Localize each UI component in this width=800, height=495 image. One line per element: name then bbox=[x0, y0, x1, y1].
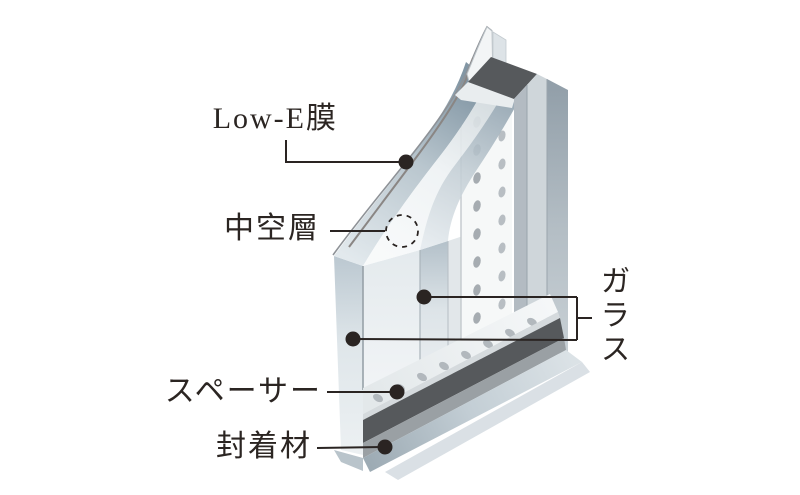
leader-glass-bracket bbox=[352, 296, 592, 341]
spacer-shadow-strip bbox=[448, 236, 463, 348]
top-edge-assembly bbox=[455, 26, 537, 108]
air-cavity-cut bbox=[363, 80, 504, 266]
bottom-spacer-slope bbox=[363, 294, 558, 414]
dot-low-e bbox=[398, 154, 414, 170]
air-gap-strip bbox=[363, 250, 420, 390]
dot-glass-rear bbox=[416, 289, 432, 305]
label-sealant: 封着材 bbox=[216, 430, 312, 463]
bottom-sealant-dark bbox=[363, 318, 564, 443]
rear-pane-right-edge bbox=[514, 74, 568, 356]
label-low-e-film: Low-E膜 bbox=[212, 102, 338, 135]
dot-sealant bbox=[377, 439, 393, 455]
air-layer-dashed-circle bbox=[385, 214, 419, 248]
wavy-cut-edge bbox=[332, 25, 493, 256]
bottom-glass-edge bbox=[363, 350, 582, 472]
dot-glass-front bbox=[345, 331, 361, 347]
label-glass: ガラス bbox=[595, 265, 629, 367]
dot-spacer bbox=[389, 384, 405, 400]
label-spacer: スペーサー bbox=[164, 375, 322, 408]
leader-low-e bbox=[285, 140, 406, 163]
rear-pane-cut-surface bbox=[420, 92, 518, 250]
pane-strips bbox=[334, 236, 463, 455]
label-air-layer: 中空層 bbox=[224, 212, 320, 245]
annotations bbox=[285, 140, 592, 455]
bottom-sealant-gray bbox=[363, 338, 566, 458]
front-glass-pane bbox=[334, 256, 363, 455]
rear-glass-pane bbox=[420, 241, 448, 361]
top-sealant-block bbox=[468, 57, 537, 99]
leader-sealant bbox=[316, 446, 386, 449]
bottom-glass-edge-2 bbox=[385, 362, 590, 480]
spacer-top-face bbox=[455, 81, 515, 108]
front-pane-bottom-edge bbox=[334, 450, 363, 471]
